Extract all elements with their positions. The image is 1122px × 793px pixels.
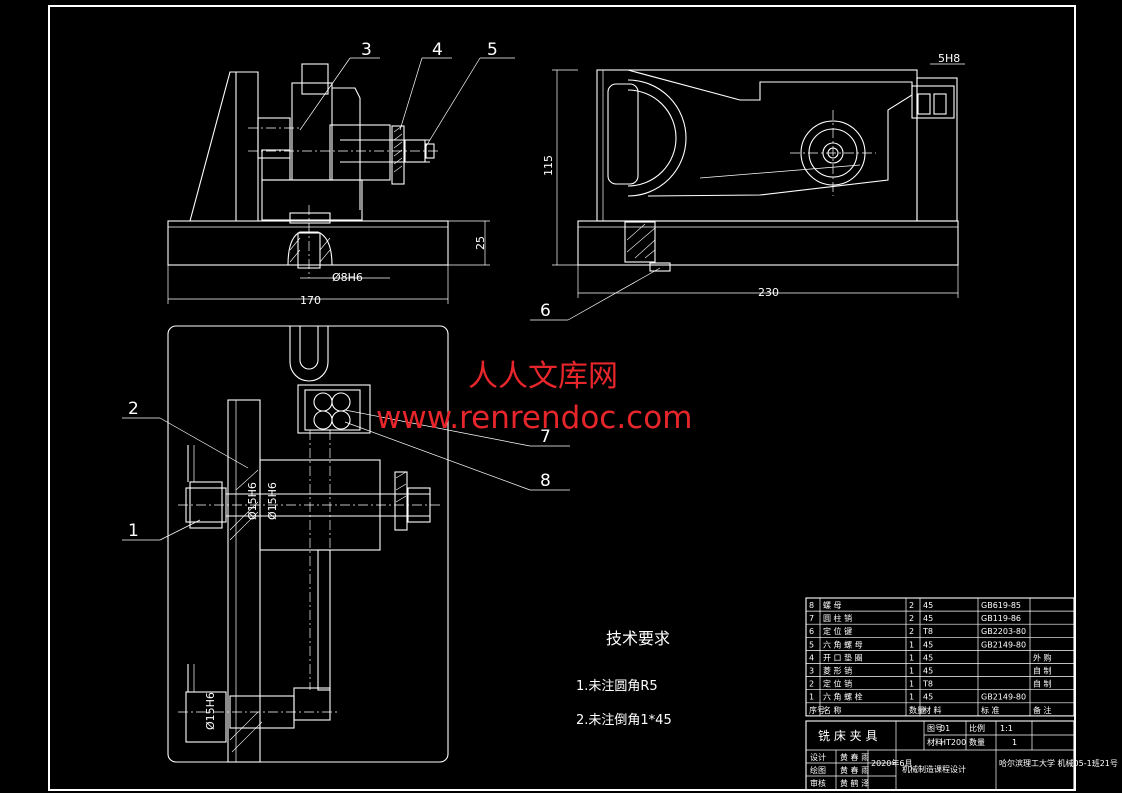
bom-qty-3: 1 [909,667,914,676]
scale: 1:1 [1000,724,1013,733]
bom-no-6: 6 [809,627,814,636]
bom-mat-7: 45 [923,614,933,623]
side-view-dims: 115 230 5H8 [542,52,965,299]
bom-mat-5: 45 [923,640,933,649]
dim-dia-8: Ø8H6 [332,271,363,284]
bom-name-6: 定 位 键 [823,626,852,636]
bom-std-8: GB619-85 [981,601,1021,610]
bom-name-5: 六 角 螺 母 [823,639,863,649]
balloon-4: 4 [432,40,443,60]
bom-std-7: GB119-86 [981,614,1021,623]
dim-5: 5H8 [938,52,960,65]
bom-mat-3: 45 [923,667,933,676]
bom-mat-4: 45 [923,653,933,662]
bom-name-header: 名 称 [823,705,842,715]
bom-no-header: 序号 [809,705,825,715]
tech-req-item-2: 2.未注倒角1*45 [576,713,672,728]
role-2: 绘图 [810,765,826,775]
date: 2020年6月 [871,758,912,768]
dim-25: 25 [474,236,487,250]
balloon-1: 1 [128,521,139,541]
bom-name-2: 定 位 销 [823,679,852,689]
top-view-dims: Ø15H6 Ø15H6 Ø15H6 [204,482,279,730]
title-name: 铣 床 夹 具 [818,729,877,743]
design-title: 机械制造课程设计 [902,764,966,774]
balloon-8: 8 [540,471,551,491]
bom-mat-2: T8 [922,680,933,689]
bom-name-7: 圆 柱 销 [823,613,852,623]
person-3: 黄 鹤 泽 [840,778,869,788]
school: 哈尔滨理工大学 机械05-1班21号 [999,758,1118,768]
scale-label: 比例 [969,723,985,733]
bom-std-6: GB2203-80 [981,627,1026,636]
drawing-border [48,5,1076,791]
bom-mat-1: 45 [923,693,933,702]
bom-qty-header: 数量 [909,705,925,715]
bom-no-8: 8 [809,601,814,610]
bom-qty-2: 1 [909,680,914,689]
bom-name-1: 六 角 螺 栓 [823,692,863,702]
bom-qty-1: 1 [909,693,914,702]
watermark-cn: 人人文库网 [468,359,618,394]
tech-req-title: 技术要求 [606,629,670,648]
bom-no-3: 3 [809,667,814,676]
bom-no-7: 7 [809,614,814,623]
dim-170: 170 [300,294,321,307]
dim-230: 230 [758,286,779,299]
front-view [167,63,449,278]
bom-note-4: 外 购 [1033,652,1052,662]
title-block: 铣 床 夹 具 图号 01 比例 1:1 材料 HT200 数量 1 设计 黄 … [805,720,1118,791]
balloons: 3 4 5 6 2 1 7 8 [122,40,661,541]
material-label: 材料 [927,737,943,747]
role-1: 设计 [810,752,826,762]
bom-name-3: 菱 形 销 [823,666,852,676]
bom-qty-7: 2 [909,614,914,623]
tech-req-item-1: 1.未注圆角R5 [576,679,658,694]
bom-no-1: 1 [809,693,814,702]
bom-name-4: 开 口 垫 圈 [823,652,863,662]
person-2: 黄 春 雨 [840,765,869,775]
dim-115: 115 [542,155,555,176]
front-view-dims: 170 25 Ø8H6 [167,220,490,307]
person-1: 黄 春 雨 [840,752,869,762]
balloon-5: 5 [487,40,498,60]
bom-mat-header: 材 料 [923,705,942,715]
bom-no-5: 5 [809,640,814,649]
bom-note-2: 自 制 [1033,679,1052,689]
bom-qty-6: 2 [909,627,914,636]
balloon-6: 6 [540,301,551,321]
qty-label: 数量 [969,737,985,747]
bom-qty-4: 1 [909,653,914,662]
top-view [167,325,449,763]
dim-dia-15-a: Ø15H6 [246,482,259,520]
drawing-no: 01 [940,724,950,733]
bom-qty-5: 1 [909,640,914,649]
bom-qty-8: 2 [909,601,914,610]
bom-no-2: 2 [809,680,814,689]
bom-note-header: 备 注 [1033,705,1052,715]
bom-no-4: 4 [809,653,814,662]
balloon-2: 2 [128,399,139,419]
bom-note-3: 自 制 [1033,666,1052,676]
dim-dia-15-c: Ø15H6 [204,692,217,730]
bom-mat-8: 45 [923,601,933,610]
watermark-url: www.renrendoc.com [376,400,692,436]
bom-std-5: GB2149-80 [981,640,1026,649]
role-3: 审核 [810,778,826,788]
qty: 1 [1012,738,1017,747]
bom-std-1: GB2149-80 [981,693,1026,702]
dim-dia-15-b: Ø15H6 [266,482,279,520]
bom-std-header: 标 准 [981,705,1000,715]
bom-name-8: 螺 母 [823,600,842,610]
material: HT200 [940,738,966,747]
balloon-3: 3 [361,40,372,60]
balloon-7: 7 [540,427,551,447]
bom-mat-6: T8 [922,627,933,636]
side-view [577,69,959,272]
drawing-no-label: 图号 [927,724,943,733]
